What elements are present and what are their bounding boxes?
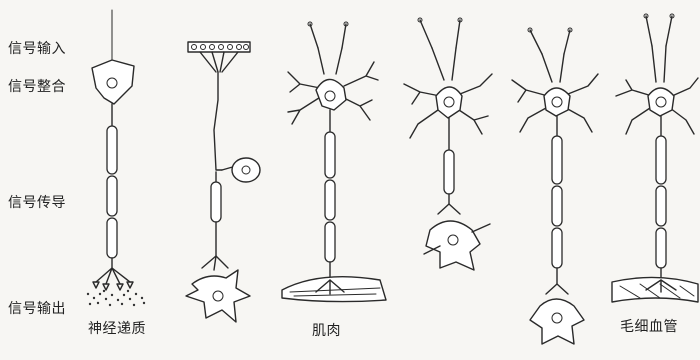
neuron-5 [512,28,598,344]
neuron-3 [282,22,386,302]
neuron-6 [612,14,698,302]
neurotransmitter-dots [87,290,145,306]
neuron-4 [404,18,492,270]
neuron-1 [87,10,145,306]
neuron-2 [186,42,260,322]
